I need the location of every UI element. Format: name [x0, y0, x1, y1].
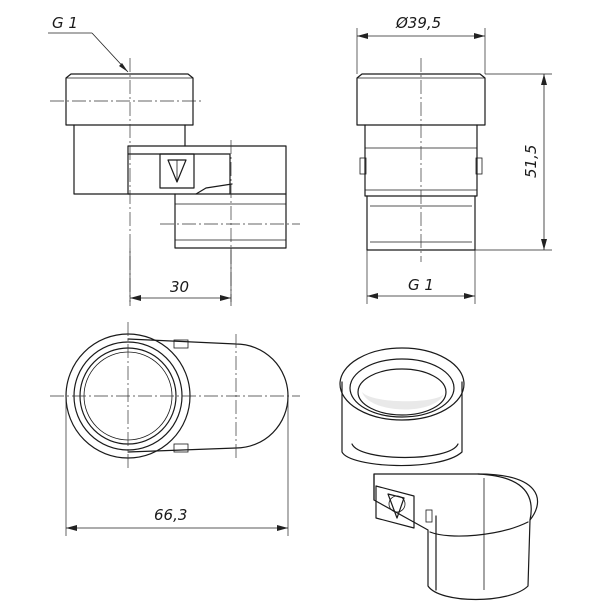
dimension-diameter: Ø39,5 [395, 14, 441, 32]
logo-badge-iso [375, 485, 433, 529]
logo-badge-front [159, 153, 195, 189]
dimension-30: 30 [170, 278, 189, 296]
side-view: Ø39,5 51,5 G 1 [356, 14, 552, 304]
dimension-length: 66,3 [154, 506, 187, 524]
dimension-height: 51,5 [522, 145, 540, 178]
isometric-view [339, 347, 539, 600]
thread-label-bottom: G 1 [408, 276, 434, 294]
front-view: G 1 30 [48, 14, 300, 306]
thread-label-top: G 1 [52, 14, 78, 32]
top-view: 66,3 [50, 322, 300, 536]
